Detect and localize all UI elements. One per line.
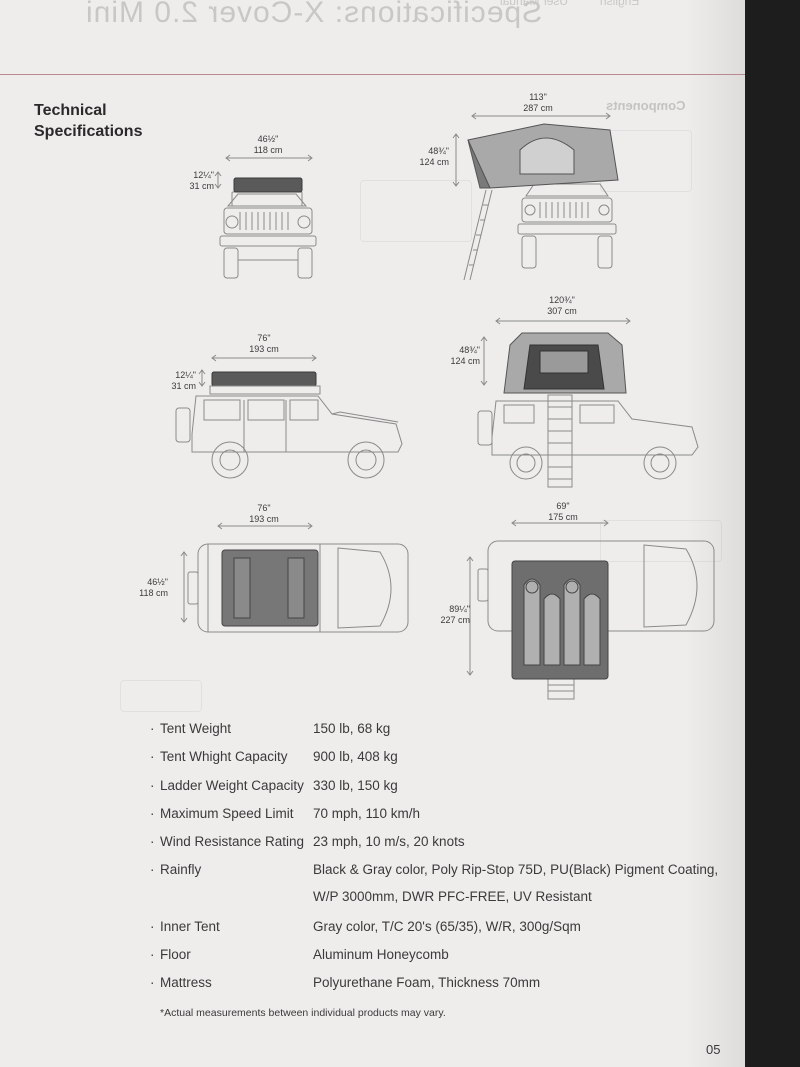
roof-rack (209, 385, 321, 395)
spec-label: Mattress (160, 975, 212, 990)
front-closed-width-label: 46½" 118 cm (253, 134, 283, 155)
spec-label: Floor (160, 947, 191, 962)
bullet: · (150, 721, 155, 736)
spec-label: Rainfly (160, 862, 202, 877)
front-view-open-diagram (452, 112, 619, 281)
bullet: · (150, 947, 155, 962)
hood (643, 544, 698, 628)
top-open-width-label: 69" 175 cm (548, 501, 578, 522)
tent-window (519, 137, 575, 175)
spec-value: Black & Gray color, Poly Rip-Stop 75D, P… (313, 862, 719, 877)
spec-value: Aluminum Honeycomb (313, 947, 449, 962)
spec-value: 70 mph, 110 km/h (313, 806, 421, 821)
spec-label: Inner Tent (160, 919, 220, 934)
bullet: · (150, 806, 155, 821)
spec-value: Gray color, T/C 20's (65/35), W/R, 300g/… (313, 919, 581, 934)
top-view-open-diagram (466, 519, 715, 700)
heading-line-1: Technical (34, 102, 107, 119)
top-view-closed-diagram (180, 522, 409, 633)
ladder (547, 394, 573, 488)
spec-value: 330 lb, 150 kg (313, 778, 398, 793)
section-heading: Technical Specifications (34, 100, 142, 142)
closed-tent-shell (233, 177, 303, 193)
closed-tent-shell (211, 371, 317, 387)
bullet: · (150, 975, 155, 990)
side-view-closed-diagram (175, 354, 403, 479)
bullet: · (150, 749, 155, 764)
top-open-length-label: 89¼" 227 cm (440, 604, 470, 625)
side-closed-height-label: 12¼" 31 cm (171, 370, 196, 391)
spec-label: Tent Weight (160, 721, 232, 736)
bullet: · (150, 778, 155, 793)
spec-value: Polyurethane Foam, Thickness 70mm (313, 975, 541, 990)
side-open-length-label: 120¾" 307 cm (547, 295, 577, 316)
measurement-note: *Actual measurements between individual … (160, 1007, 446, 1019)
page-number: 05 (706, 1042, 721, 1057)
side-closed-length-label: 76" 193 cm (249, 333, 279, 354)
bleed-through-header: User Manual (500, 0, 569, 8)
spec-value: 23 mph, 10 m/s, 20 knots (313, 834, 465, 849)
side-view-open-diagram (477, 317, 699, 488)
top-closed-width-label: 46½" 118 cm (139, 577, 168, 598)
bleed-through-shape (360, 180, 472, 242)
front-closed-height-label: 12¼" 31 cm (189, 170, 214, 191)
spec-value: W/P 3000mm, DWR PFC-FREE, UV Resistant (313, 889, 592, 904)
spec-label: Tent Whight Capacity (160, 749, 288, 764)
front-view-closed-diagram (214, 154, 317, 279)
heading-line-2: Specifications (34, 123, 143, 140)
front-open-length-label: 113" 287 cm (523, 92, 553, 113)
bullet: · (150, 919, 155, 934)
spec-label: Wind Resistance Rating (160, 834, 305, 849)
vehicle-body (191, 395, 403, 453)
sleeping-bags (523, 578, 601, 666)
bleed-through-title: Specifications: X-Cover 2.0 Mini (85, 0, 543, 29)
spec-label: Maximum Speed Limit (160, 806, 294, 821)
page-edge-shadow (685, 0, 745, 1067)
ladder (463, 189, 487, 281)
manual-page (0, 0, 745, 1067)
hood (337, 547, 392, 629)
spec-label: Ladder Weight Capacity (160, 778, 304, 793)
bleed-through-language: English (600, 0, 640, 8)
tent-window (539, 350, 589, 374)
front-open-height-label: 48¾" 124 cm (419, 146, 449, 167)
top-closed-length-label: 76" 193 cm (249, 503, 279, 524)
side-open-height-label: 48¾" 124 cm (450, 345, 480, 366)
ladder-top (547, 678, 575, 700)
spec-value: 150 lb, 68 kg (313, 721, 391, 736)
header-rule (0, 74, 745, 75)
bleed-through-shape (120, 680, 202, 712)
bullet: · (150, 862, 155, 877)
spec-value: 900 lb, 408 kg (313, 749, 398, 764)
bullet: · (150, 834, 155, 849)
